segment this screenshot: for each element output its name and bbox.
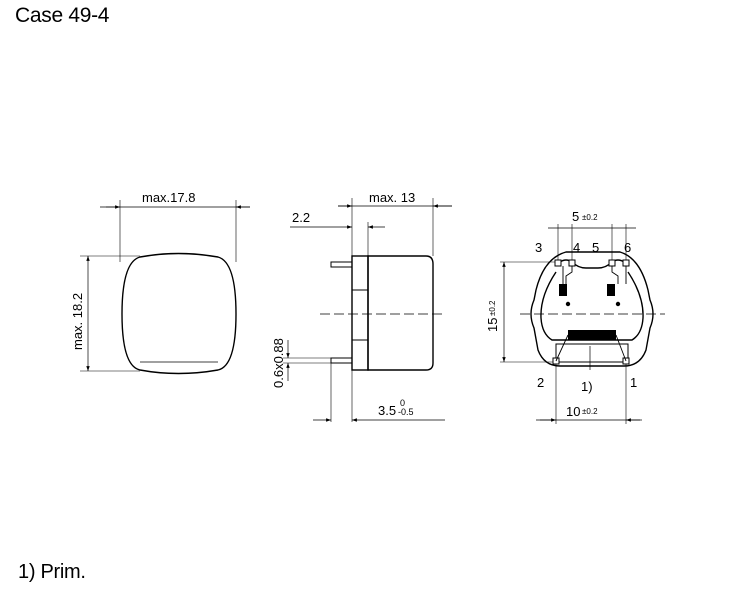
pin-5-pad <box>608 259 616 267</box>
pin-3-label: 3 <box>535 240 542 255</box>
winding-right <box>607 284 615 296</box>
bottom-inner-bore <box>540 271 644 341</box>
front-view <box>80 200 250 375</box>
pin-6-pad <box>622 259 630 267</box>
front-width-label: max.17.8 <box>142 190 195 205</box>
bottom-top-spacing-tol: ±0.2 <box>582 213 598 222</box>
page-title: Case 49-4 <box>15 4 110 27</box>
pin-5-label: 5 <box>592 240 599 255</box>
pin-3-pad <box>554 259 562 267</box>
bottom-bottom-spacing-tol: ±0.2 <box>582 407 598 416</box>
side-pin-top <box>330 261 353 268</box>
side-depth-label: max. 13 <box>369 190 415 205</box>
pin-4-pad <box>568 259 576 267</box>
pin-1-label: 1 <box>630 375 637 390</box>
front-height-label: max. 18.2 <box>70 293 85 350</box>
side-base-plate <box>351 255 369 371</box>
pin-6-label: 6 <box>624 240 631 255</box>
footnote: 1) Prim. <box>18 561 86 583</box>
side-pinlength-tol-lower: -0.5 <box>398 407 414 417</box>
bottom-view <box>500 224 665 424</box>
side-view <box>283 198 452 422</box>
side-pin-bottom <box>330 357 353 364</box>
bottom-plate <box>555 343 629 363</box>
bottom-outer-frame <box>530 251 654 367</box>
front-body-outline <box>121 252 237 375</box>
dot-right <box>615 301 621 307</box>
pin-2-label: 2 <box>537 375 544 390</box>
side-body-outline <box>367 255 434 371</box>
primary-marker-label: 1) <box>581 379 593 394</box>
side-pinlength-label: 3.5 <box>378 403 396 418</box>
pin-4-label: 4 <box>573 240 580 255</box>
side-offset-label: 2.2 <box>292 210 310 225</box>
side-pinlength-tol-upper: 0 <box>400 398 405 408</box>
primary-winding <box>568 330 616 340</box>
bottom-height-value: 15 <box>485 318 500 332</box>
side-pinsize-label: 0.6x0.88 <box>271 338 286 388</box>
winding-left <box>559 284 567 296</box>
bottom-height-tol: ±0.2 <box>488 300 497 316</box>
bottom-top-spacing-value: 5 <box>572 209 579 224</box>
bottom-bottom-spacing-value: 10 <box>566 404 580 419</box>
dot-left <box>565 301 571 307</box>
